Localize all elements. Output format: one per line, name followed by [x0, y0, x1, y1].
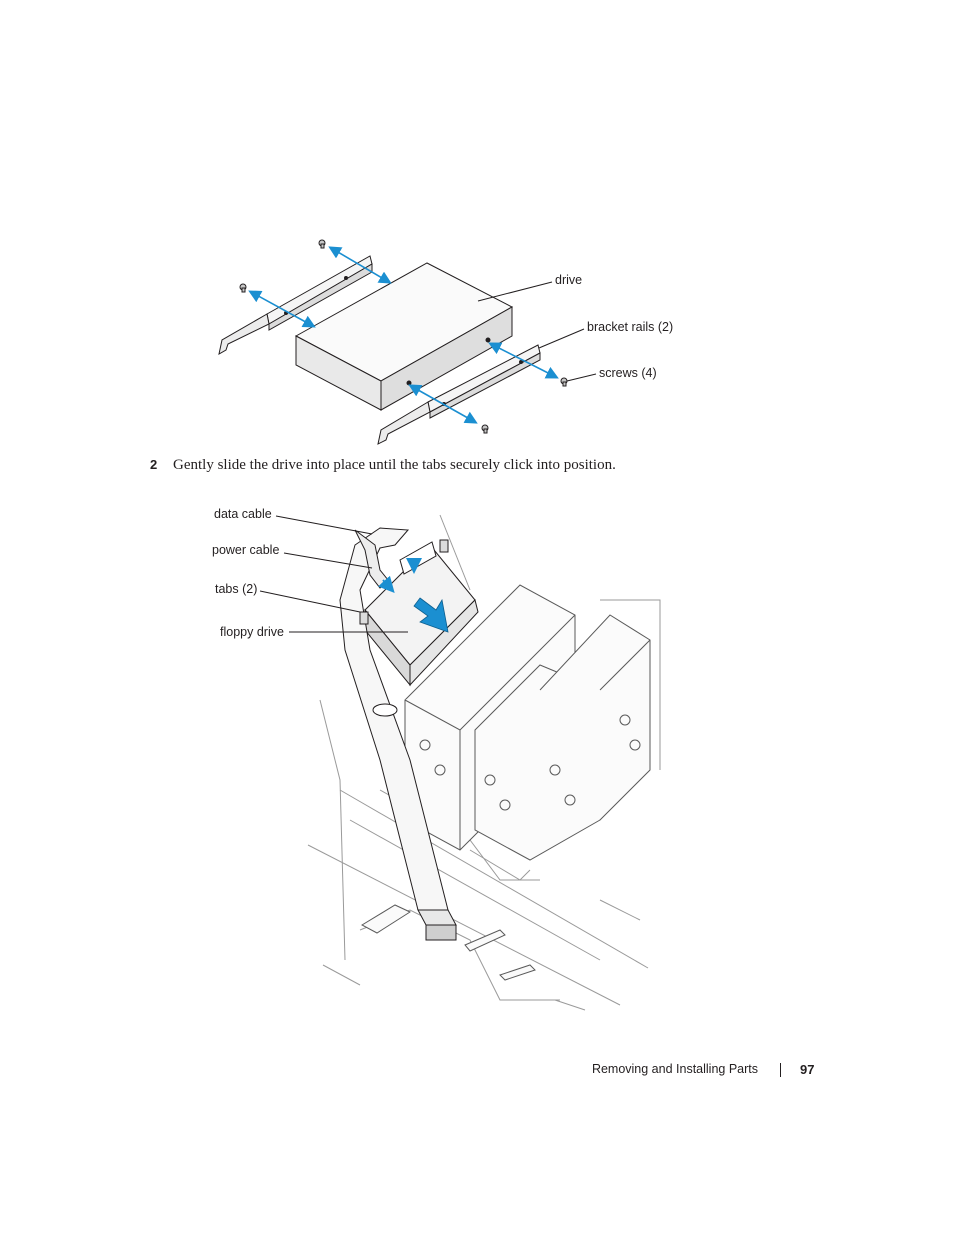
tabs-illustration	[359, 539, 449, 625]
step-text: Gently slide the drive into place until …	[173, 457, 616, 473]
data-cable-illustration	[339, 527, 457, 941]
leader-lines-figure2	[259, 515, 408, 633]
label-floppy-drive: floppy drive	[220, 625, 284, 639]
figure-drive-bracket-rails	[218, 239, 597, 445]
page-number: 97	[800, 1062, 815, 1077]
direction-arrows	[248, 246, 559, 424]
footer-section-title: Removing and Installing Parts	[591, 1062, 758, 1076]
drive-illustration	[294, 262, 514, 411]
screws-illustration	[239, 239, 568, 434]
label-bracket-rails: bracket rails (2)	[587, 320, 674, 334]
screw-icon	[239, 283, 247, 293]
step-number: 2	[150, 457, 158, 472]
figure-floppy-drive-installation	[259, 514, 661, 1011]
motherboard-connectors	[360, 904, 536, 981]
label-power-cable: power cable	[212, 543, 280, 557]
screw-icon	[481, 424, 489, 434]
label-tabs: tabs (2)	[215, 582, 258, 596]
leader-lines-figure1	[477, 281, 597, 382]
screw-icon	[318, 239, 326, 249]
footer-divider	[780, 1063, 781, 1077]
drive-cages	[404, 584, 651, 861]
label-screws: screws (4)	[599, 366, 657, 380]
label-drive: drive	[555, 273, 583, 287]
insertion-arrows	[378, 558, 449, 633]
step-2: 2 Gently slide the drive into place until…	[150, 456, 616, 474]
label-data-cable: data cable	[214, 507, 272, 521]
